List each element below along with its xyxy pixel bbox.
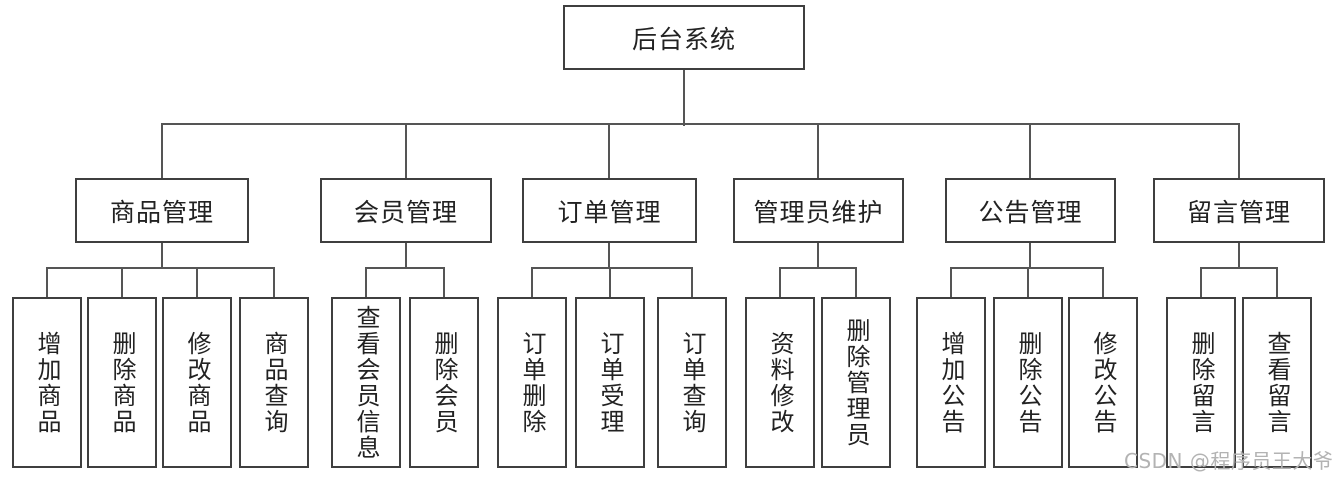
node-leaf-label: 订单删除	[518, 330, 546, 435]
connector-drop-leaf-4-2	[1102, 267, 1104, 299]
node-branch-label: 管理员维护	[753, 197, 884, 227]
node-leaf-delete-message: 删除留言	[1166, 297, 1236, 468]
node-leaf-label: 查看留言	[1263, 330, 1291, 435]
node-leaf-delete-announcement: 删除公告	[993, 297, 1063, 468]
connector-drop-branch-3	[817, 123, 819, 180]
connector-bus-group-3	[779, 267, 857, 269]
node-leaf-modify-profile: 资料修改	[745, 297, 815, 468]
connector-drop-leaf-2-2	[691, 267, 693, 299]
node-leaf-label: 删除商品	[108, 330, 136, 435]
connector-drop-leaf-4-1	[1027, 267, 1029, 299]
node-leaf-product-query: 商品查询	[239, 297, 309, 468]
node-leaf-label: 增加商品	[33, 330, 61, 435]
node-leaf-label: 增加公告	[937, 330, 965, 435]
node-leaf-label: 修改商品	[183, 330, 211, 435]
connector-drop-branch-2	[608, 123, 610, 180]
node-leaf-view-message: 查看留言	[1242, 297, 1312, 468]
node-leaf-view-member-info: 查看会员信息	[331, 297, 401, 468]
node-branch-messages: 留言管理	[1153, 178, 1325, 243]
node-branch-label: 订单管理	[557, 197, 662, 227]
node-leaf-add-product: 增加商品	[12, 297, 82, 468]
node-leaf-label: 删除管理员	[842, 317, 870, 448]
node-leaf-delete-product: 删除商品	[87, 297, 157, 468]
connector-drop-leaf-1-0	[365, 267, 367, 299]
node-branch-orders: 订单管理	[522, 178, 697, 243]
node-branch-label: 会员管理	[353, 197, 458, 227]
node-leaf-label: 删除留言	[1187, 330, 1215, 435]
node-leaf-order-query: 订单查询	[657, 297, 727, 468]
connector-drop-branch-5	[1238, 123, 1240, 180]
connector-drop-leaf-3-1	[855, 267, 857, 299]
node-branch-members: 会员管理	[320, 178, 492, 243]
connector-level2-bus	[161, 123, 1240, 125]
node-root-label: 后台系统	[631, 24, 736, 54]
connector-drop-leaf-0-0	[46, 267, 48, 299]
node-leaf-label: 订单受理	[596, 330, 624, 435]
node-leaf-modify-announcement: 修改公告	[1068, 297, 1138, 468]
connector-drop-leaf-0-3	[273, 267, 275, 299]
node-branch-products: 商品管理	[75, 178, 249, 243]
connector-stub-group-1	[405, 243, 407, 269]
connector-bus-group-2	[531, 267, 693, 269]
connector-drop-leaf-5-0	[1200, 267, 1202, 299]
node-leaf-accept-order: 订单受理	[575, 297, 645, 468]
connector-bus-group-1	[365, 267, 445, 269]
connector-drop-leaf-1-1	[443, 267, 445, 299]
node-leaf-modify-product: 修改商品	[162, 297, 232, 468]
connector-bus-group-0	[46, 267, 275, 269]
connector-drop-branch-4	[1029, 123, 1031, 180]
connector-stub-group-0	[161, 243, 163, 269]
connector-drop-leaf-4-0	[950, 267, 952, 299]
node-leaf-delete-order: 订单删除	[497, 297, 567, 468]
connector-bus-group-5	[1200, 267, 1278, 269]
node-leaf-label: 删除公告	[1014, 330, 1042, 435]
connector-stub-group-4	[1029, 243, 1031, 269]
node-branch-announcements: 公告管理	[945, 178, 1116, 243]
connector-drop-branch-1	[405, 123, 407, 180]
node-leaf-delete-member: 删除会员	[409, 297, 479, 468]
node-leaf-label: 商品查询	[260, 330, 288, 435]
node-leaf-add-announcement: 增加公告	[916, 297, 986, 468]
connector-drop-leaf-0-1	[121, 267, 123, 299]
node-leaf-label: 查看会员信息	[352, 304, 380, 461]
connector-stub-group-3	[817, 243, 819, 269]
node-leaf-delete-admin: 删除管理员	[821, 297, 891, 468]
connector-drop-leaf-3-0	[779, 267, 781, 299]
node-leaf-label: 订单查询	[678, 330, 706, 435]
connector-root-stub	[683, 70, 685, 126]
node-branch-label: 商品管理	[109, 197, 214, 227]
connector-drop-leaf-5-1	[1276, 267, 1278, 299]
watermark: CSDN @程序员王大爷↵	[1124, 445, 1332, 474]
node-root: 后台系统	[563, 5, 805, 70]
connector-drop-leaf-2-1	[609, 267, 611, 299]
watermark-text: CSDN @程序员王大爷	[1124, 449, 1332, 473]
connector-drop-branch-0	[161, 123, 163, 180]
node-branch-label: 留言管理	[1186, 197, 1291, 227]
connector-drop-leaf-2-0	[531, 267, 533, 299]
connector-stub-group-2	[608, 243, 610, 269]
connector-drop-leaf-0-2	[196, 267, 198, 299]
node-leaf-label: 资料修改	[766, 330, 794, 435]
node-leaf-label: 删除会员	[430, 330, 458, 435]
connector-stub-group-5	[1238, 243, 1240, 269]
node-leaf-label: 修改公告	[1089, 330, 1117, 435]
node-branch-admins: 管理员维护	[733, 178, 904, 243]
node-branch-label: 公告管理	[978, 197, 1083, 227]
